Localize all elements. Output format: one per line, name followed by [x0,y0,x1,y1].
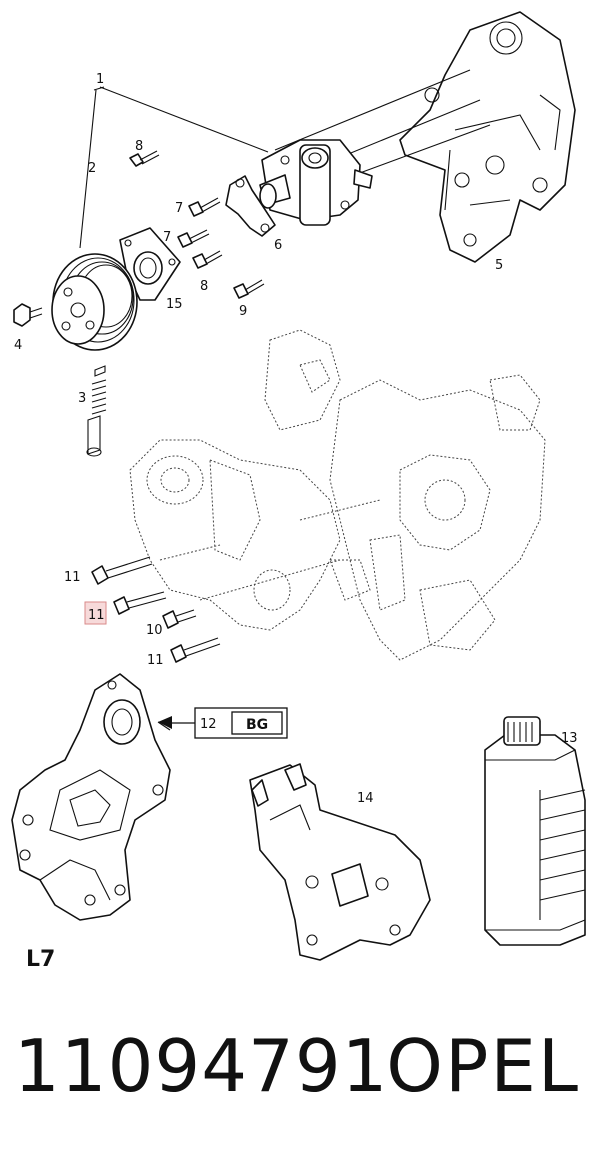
callout-12: 12 [200,717,217,732]
callout-8-upper: 8 [135,139,143,154]
nut-4 [13,303,43,327]
gasket-6 [225,175,276,237]
callout-11-bottom: 11 [147,653,164,668]
mounting-bracket-l7 [11,673,171,921]
bolt-10 [162,609,197,629]
flange-15 [119,227,181,301]
oil-bottle-13 [484,716,586,946]
callout-6: 6 [274,238,282,253]
spring-3 [86,365,107,457]
callout-4: 4 [14,338,22,353]
exploded-parts-diagram: 12 BG 1 2 3 4 5 6 7 7 8 8 9 10 11 11 11 … [11,11,586,972]
brand-name: OPEL [386,1024,580,1108]
bolt-9 [233,279,265,299]
footer: 11094791 OPEL [0,1030,600,1150]
bracket-14 [249,763,431,961]
part-number: 11094791 [14,1024,389,1108]
bolt-8-upper [129,150,160,167]
power-steering-pump-1 [259,139,373,226]
bolt-11-top [91,556,153,585]
bolt-7-upper [188,197,221,217]
variant-label: L7 [26,947,55,972]
pulley-2 [51,253,138,351]
bolt-11-bottom [170,637,221,663]
callout-7-upper: 7 [175,201,183,216]
callout-1: 1 [96,72,104,87]
engine-background [129,329,546,661]
callout-13: 13 [561,731,578,746]
reference-box-12: 12 BG [158,707,288,739]
mounting-bracket-5 [399,11,576,263]
callout-5: 5 [495,258,503,273]
bolt-7-lower [177,229,210,248]
callout-8-lower: 8 [200,279,208,294]
callout-2: 2 [88,161,96,176]
callout-11-top: 11 [64,570,81,585]
bolt-8-lower [192,250,223,269]
callout-15: 15 [166,297,183,312]
callout-highlight [84,601,107,625]
callout-11-highlighted: 11 [88,608,105,623]
callout-14: 14 [357,791,374,806]
callout-3: 3 [78,391,86,406]
bg-tag: BG [246,717,268,733]
callout-10: 10 [146,623,163,638]
bolt-11-highlighted [113,591,167,615]
callout-9: 9 [239,304,247,319]
callout-7-lower: 7 [163,230,171,245]
